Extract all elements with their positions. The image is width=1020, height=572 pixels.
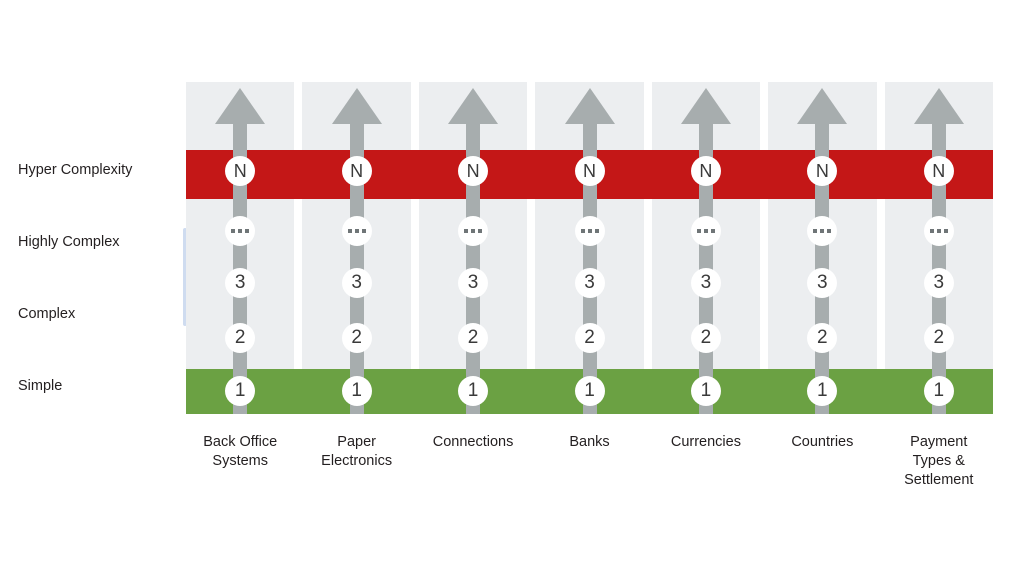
- node-3: 3: [458, 268, 489, 298]
- node-2: 2: [923, 323, 954, 353]
- node-n: N: [225, 156, 256, 186]
- arrow-head-icon: [564, 88, 615, 124]
- node-n: N: [341, 156, 372, 186]
- ellipsis-icon: [225, 216, 255, 246]
- arrow-head-icon: [448, 88, 499, 124]
- node-dots: [807, 216, 838, 246]
- ellipsis-icon: [458, 216, 488, 246]
- node-3: 3: [225, 268, 256, 298]
- node-2: 2: [341, 323, 372, 353]
- arrow-head-icon: [331, 88, 382, 124]
- category-label-line: Systems: [212, 453, 268, 469]
- category-label: Banks: [529, 433, 649, 452]
- ellipsis-icon: [691, 216, 721, 246]
- node-n: N: [690, 156, 721, 186]
- category-label-line: Types &: [912, 453, 965, 469]
- category-label-line: Paper: [337, 434, 376, 450]
- node-dots: [341, 216, 372, 246]
- node-1: 1: [458, 376, 489, 406]
- axis-label-hyper-complexity: Hyper Complexity: [18, 162, 133, 178]
- node-dots: [225, 216, 256, 246]
- node-dots: [690, 216, 721, 246]
- category-label-line: Payment: [910, 434, 968, 450]
- node-1: 1: [690, 376, 721, 406]
- axis-label-simple: Simple: [18, 378, 63, 394]
- category-label-line: Currencies: [670, 434, 741, 450]
- category-label-line: Electronics: [321, 453, 393, 469]
- node-1: 1: [225, 376, 256, 406]
- ellipsis-icon: [807, 216, 837, 246]
- node-dots: [574, 216, 605, 246]
- ellipsis-icon: [924, 216, 954, 246]
- node-1: 1: [923, 376, 954, 406]
- node-2: 2: [574, 323, 605, 353]
- category-label: Connections: [413, 433, 533, 452]
- node-n: N: [574, 156, 605, 186]
- node-3: 3: [341, 268, 372, 298]
- node-1: 1: [807, 376, 838, 406]
- category-label: Currencies: [646, 433, 766, 452]
- node-3: 3: [574, 268, 605, 298]
- arrow-head-icon: [215, 88, 266, 124]
- node-dots: [458, 216, 489, 246]
- category-label-line: Back Office: [203, 434, 278, 450]
- category-label-line: Connections: [432, 434, 514, 450]
- node-3: 3: [807, 268, 838, 298]
- arrow-head-icon: [913, 88, 964, 124]
- left-guide-line: [183, 228, 187, 326]
- category-label-line: Settlement: [904, 472, 974, 488]
- node-1: 1: [341, 376, 372, 406]
- node-2: 2: [225, 323, 256, 353]
- node-dots: [923, 216, 954, 246]
- node-2: 2: [690, 323, 721, 353]
- axis-label-highly-complex: Highly Complex: [18, 234, 120, 250]
- node-n: N: [923, 156, 954, 186]
- category-label-line: Countries: [791, 434, 854, 450]
- node-n: N: [807, 156, 838, 186]
- node-2: 2: [807, 323, 838, 353]
- node-n: N: [458, 156, 489, 186]
- category-label-line: Banks: [569, 434, 610, 450]
- node-2: 2: [458, 323, 489, 353]
- node-3: 3: [690, 268, 721, 298]
- ellipsis-icon: [342, 216, 372, 246]
- category-label: Countries: [762, 433, 882, 452]
- arrow-head-icon: [797, 88, 848, 124]
- axis-label-complex: Complex: [18, 306, 76, 322]
- node-1: 1: [574, 376, 605, 406]
- node-3: 3: [923, 268, 954, 298]
- ellipsis-icon: [575, 216, 605, 246]
- arrow-head-icon: [680, 88, 731, 124]
